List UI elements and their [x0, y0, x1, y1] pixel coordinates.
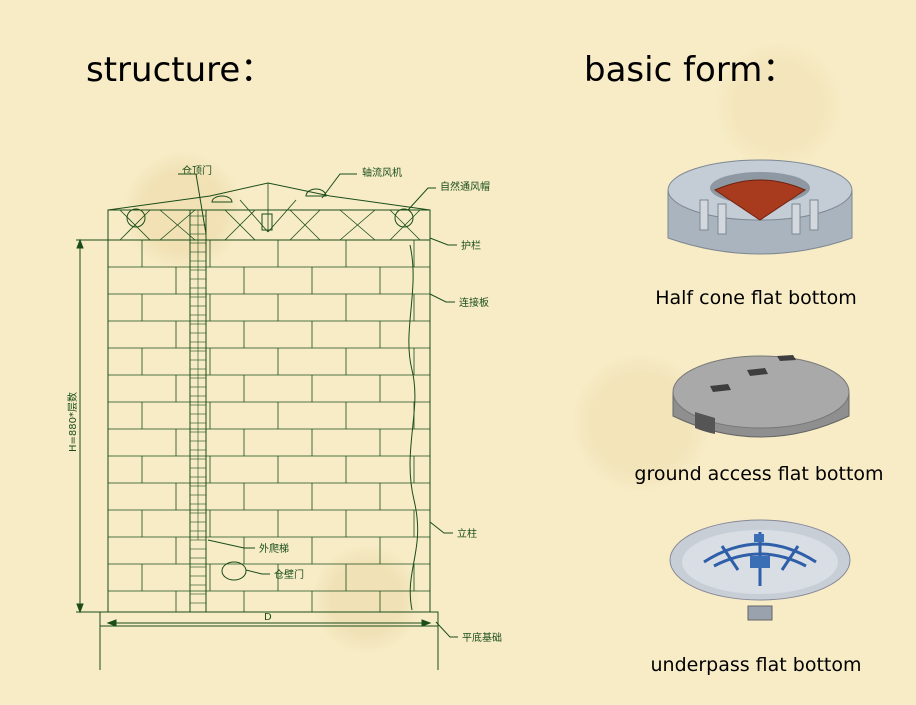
label-diameter: D — [264, 612, 272, 623]
ground-access-model — [672, 355, 850, 438]
half-cone-model — [667, 159, 853, 255]
foundation-slab — [99, 611, 439, 627]
label-height: H=880*层数 — [66, 392, 79, 452]
vent-cap-right — [394, 208, 414, 228]
fan-right — [305, 188, 327, 197]
label-guardrail: 护栏 — [461, 239, 481, 252]
external-ladder — [189, 210, 207, 612]
label-external-ladder: 外爬梯 — [259, 542, 289, 555]
roof-trusses — [119, 183, 421, 241]
vent-cap-left — [211, 195, 233, 203]
roof-ring — [107, 209, 431, 241]
silo-wall — [107, 239, 431, 613]
label-wall-door: 仓壁门 — [274, 568, 304, 581]
ladder-rungs — [190, 215, 206, 604]
basic-form-heading: basic form： — [584, 50, 797, 90]
label-axial-fan: 轴流风机 — [362, 166, 402, 179]
wall-panels — [108, 266, 430, 592]
wall-door — [221, 561, 247, 581]
structure-heading: structure： — [86, 50, 275, 90]
roof-cone — [107, 182, 431, 211]
label-connecting-plate: 连接板 — [459, 296, 489, 309]
caption-underpass: underpass flat bottom — [650, 654, 862, 676]
caption-half-cone: Half cone flat bottom — [655, 287, 857, 309]
roof-hatch — [261, 213, 273, 231]
column-line — [408, 244, 419, 611]
caption-ground-access: ground access flat bottom — [634, 463, 884, 485]
wall-panel-joints — [141, 240, 415, 612]
underpass-model — [669, 519, 851, 621]
label-column: 立柱 — [457, 527, 477, 540]
label-foundation: 平底基础 — [462, 631, 502, 644]
label-roof-door: 仓顶门 — [182, 164, 212, 177]
label-vent-cap: 自然通风帽 — [440, 180, 490, 193]
vent-cap-left-low — [126, 208, 146, 228]
